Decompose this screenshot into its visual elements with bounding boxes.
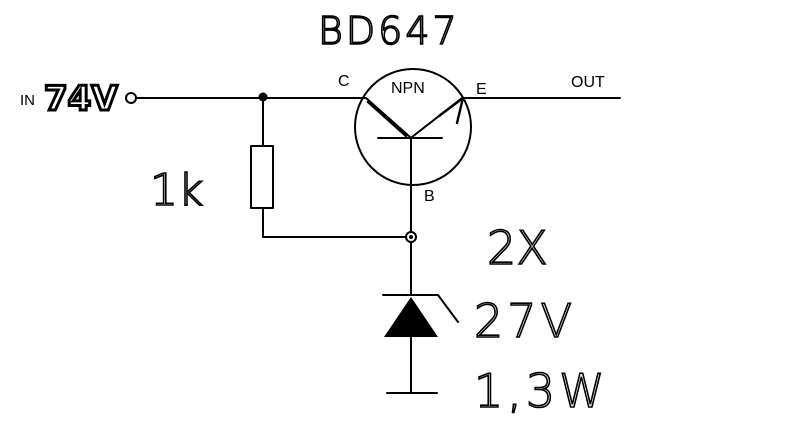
base-pin-label: B (424, 188, 435, 205)
transistor-part-label: BD647 (318, 9, 460, 53)
zener-voltage-label: 27V (474, 294, 576, 348)
junction-dot-base-center (409, 235, 413, 239)
input-terminal (125, 92, 137, 104)
resistor (250, 145, 274, 209)
emitter-arrow (437, 96, 465, 125)
input-label: IN (20, 92, 35, 109)
emitter-lead (411, 97, 621, 138)
emitter-pin-label: E (476, 81, 487, 98)
collector-lead-stroke (366, 100, 408, 138)
collector-lead (349, 97, 411, 138)
zener-triangle (384, 297, 438, 337)
zener-count-label: 2X (487, 221, 548, 275)
zener-cathode-bar (382, 294, 459, 323)
output-label: OUT (571, 74, 605, 91)
collector-pin-label: C (338, 73, 350, 90)
transistor-type-label: NPN (391, 80, 425, 97)
transistor-body (354, 68, 472, 186)
zener-power-label: 1,3W (474, 364, 609, 418)
resistor-value-label: 1k (150, 165, 203, 216)
input-voltage-label: 74V (44, 79, 118, 119)
